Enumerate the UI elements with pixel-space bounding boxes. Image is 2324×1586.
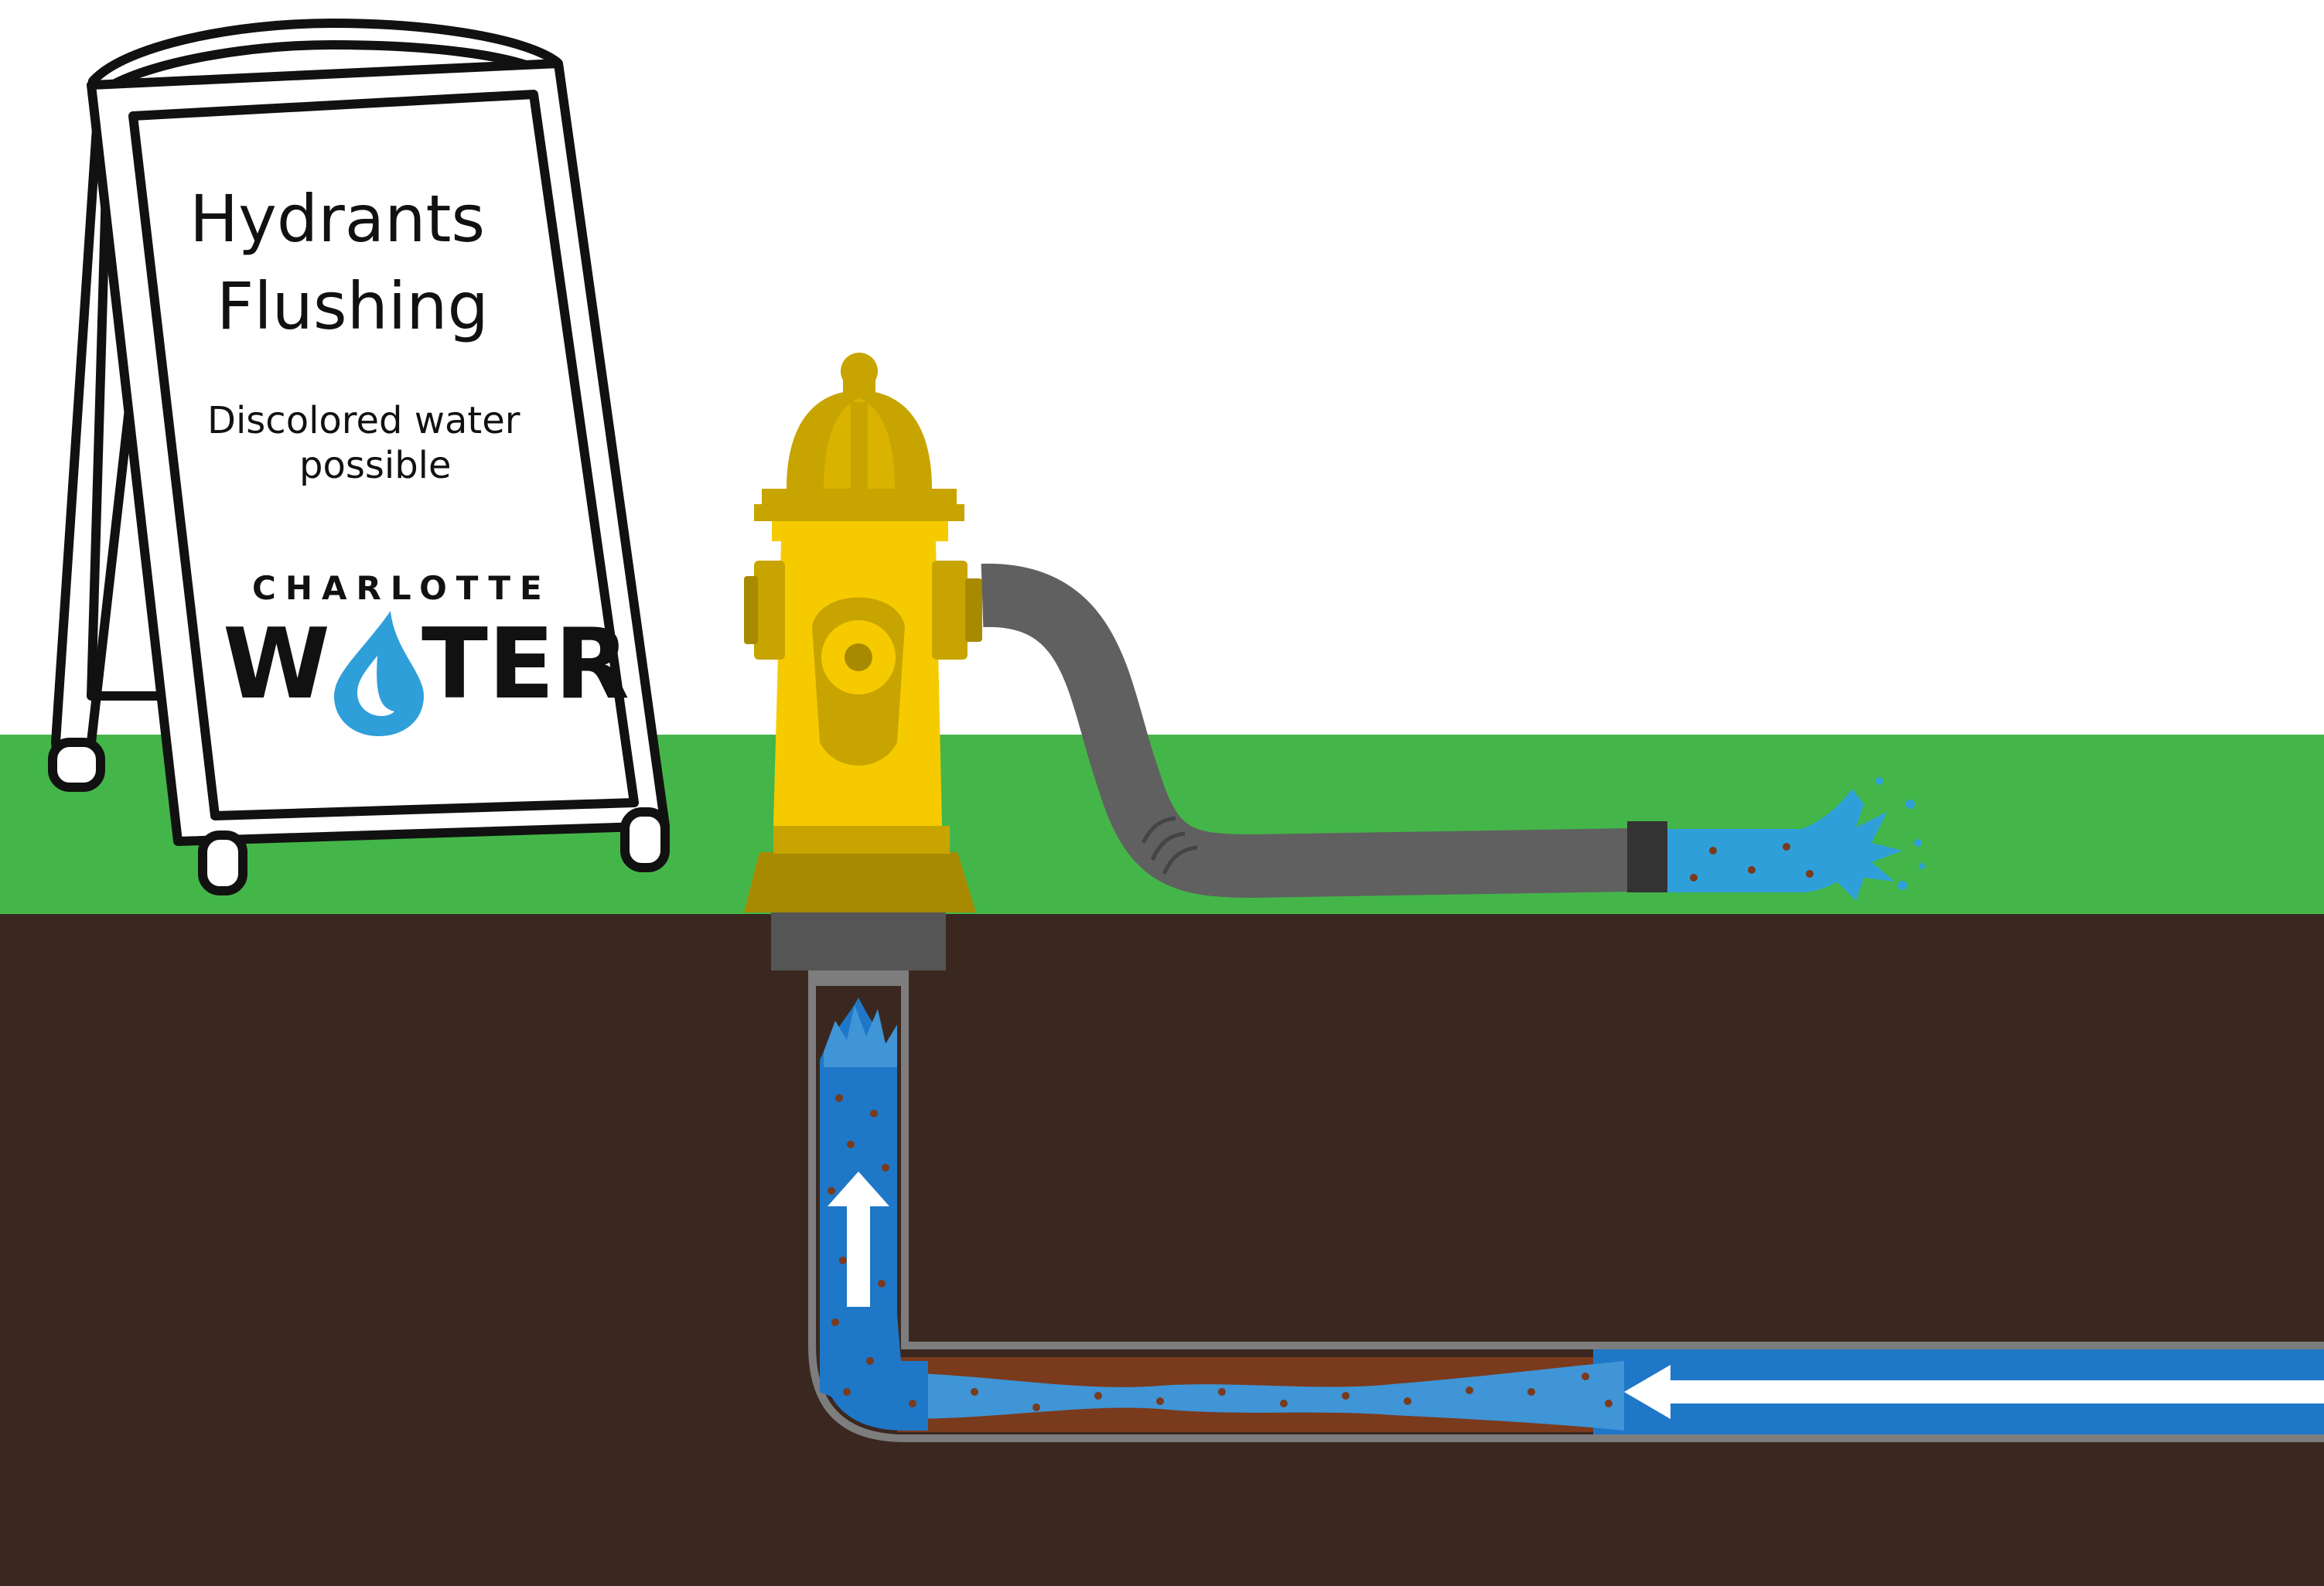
sign-subtitle-line1: Discolored water bbox=[207, 399, 520, 442]
sign-title-line1: Hydrants bbox=[189, 181, 485, 257]
arrow-up-icon bbox=[828, 1172, 889, 1307]
jet-particles bbox=[1690, 843, 1814, 882]
soil-layer bbox=[0, 914, 2324, 1586]
arrow-left-icon bbox=[1624, 1365, 2324, 1419]
brand-charlotte: CHARLOTTE bbox=[252, 569, 551, 607]
sign-subtitle-line2: possible bbox=[299, 444, 452, 487]
water-drop-icon bbox=[334, 611, 424, 736]
fire-hydrant bbox=[744, 353, 982, 986]
jet-droplets bbox=[1875, 777, 1925, 890]
brand-water-w: W bbox=[223, 607, 330, 721]
brand-water-ter: TER bbox=[421, 607, 630, 721]
sandwich-board-sign bbox=[48, 19, 670, 895]
sign-title-line2: Flushing bbox=[217, 268, 489, 344]
